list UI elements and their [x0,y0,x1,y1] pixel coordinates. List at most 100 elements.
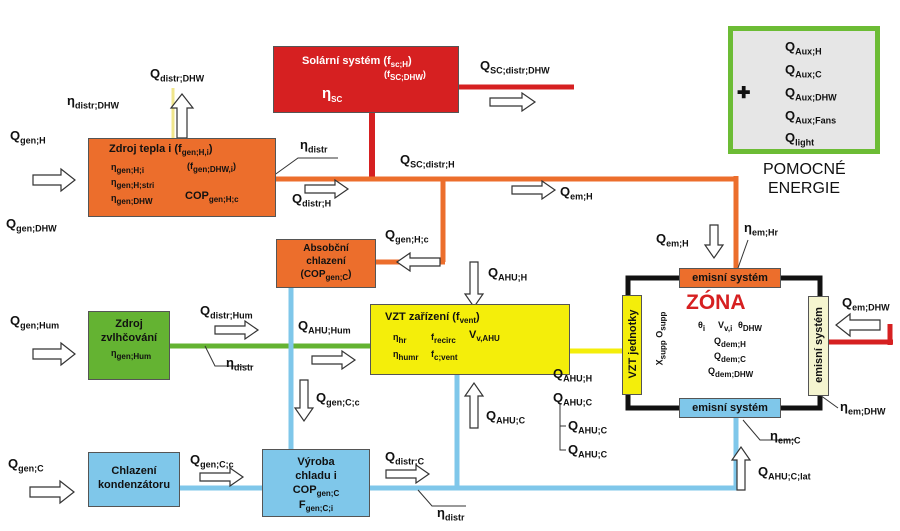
leader-eta-em-c [742,419,795,441]
aux-caption-2: ENERGIE [768,180,841,197]
label-qahu-c-right: Q [553,390,564,405]
label-qahu-c-b: Q [568,442,579,457]
label-qgen-c: Q [8,456,19,471]
label-eta-em-hr: η [744,220,752,235]
arrow-qgen-cc [199,466,245,488]
heat-source-title: Zdroj tepla i (f [109,143,182,155]
absorb-line3: (COP [300,269,326,280]
zone-v: V [718,320,725,330]
chiller-cop: COP [292,484,317,496]
arrow-qgen-cc-down [293,379,315,423]
zone-x-supp: X [654,359,665,366]
humid-line2: zvlhčování [100,332,158,344]
aux-caption-1: POMOCNÉ [763,161,846,178]
arrow-qgen-h [32,167,76,193]
humidification-box: Zdroj zvlhčování ηgen;Hum [88,311,170,380]
zone-q-dem-dhw: Q [708,366,716,376]
solar-dhw-factor: (f [384,69,390,79]
label-qdistr-dhw: Q [150,66,161,81]
leader-eta-distr [272,157,338,177]
label-qdistr-c: Q [385,449,396,464]
heat-eta1: η [111,162,117,172]
arrow-qem-h-down [703,224,725,260]
label-qahu-c-a: Q [568,418,579,433]
aux-item-light: Q [785,130,796,145]
arrow-qdistr-c [385,463,431,485]
humid-eta: η [111,348,117,358]
zone-theta-i: θ [698,320,703,330]
leader-eta-distr-c [417,489,466,507]
aux-item-fans: Q [785,108,796,123]
arrow-qdistr-hum [214,319,260,341]
label-qgen-cc-mid: Q [316,390,327,405]
arrow-qgen-hum [32,341,76,367]
arrow-qgen-c [29,479,75,505]
label-qsc-distr-h: Q [400,152,411,167]
aux-item-c: Q [785,62,796,77]
plus-icon: ✚ [737,85,751,102]
arrow-qahu-c-up [463,381,485,429]
cond-line1: Chlazení [111,465,157,477]
vzt-box: VZT zařízení (fvent) ηhr frecirc Vv,AHU … [370,304,570,375]
vzt-title: VZT zařízení (f [385,311,460,323]
label-qdistr-h: Q [292,191,303,206]
solar-system-box: Solární systém (fsc;H) (fSC;DHW) ηSC [273,46,459,113]
label-qem-h-mid: Q [560,184,571,199]
bracket-ahu-c [559,404,566,451]
absorb-line2: chlazení [306,256,346,267]
arrow-qahu-h-top [463,261,485,309]
label-qgen-hc: Q [385,227,396,242]
vzt-f-recirc: f [431,332,434,342]
arrow-qsc-dhw [489,91,537,113]
chiller-line2: chladu i [295,470,337,482]
label-qdistr-hum: Q [200,303,211,318]
label-qgen-h: Q [10,128,21,143]
absorption-cooling-box: Absobční chlazení (COPgen;C) [276,239,376,288]
vzt-eta-humr: η [393,349,399,359]
solar-title: Solární systém (f [302,55,391,67]
cond-line2: kondenzátoru [97,479,171,491]
arrow-qahu-clat-up [730,445,752,491]
label-eta-em-dhw: η [840,399,848,414]
arrow-qem-dhw [835,312,881,338]
zone-title: ZÓNA [686,291,746,314]
emission-system-bottom: emisní systém [679,398,781,418]
emission-system-right: emisní systém [808,296,829,396]
heat-f-dhw: (f [187,161,193,171]
zone-theta-dhw: θ [738,320,743,330]
arrow-qdistr-dhw [169,93,195,139]
vzt-eta-hr: η [393,332,399,342]
label-qgen-dhw: Q [6,216,17,231]
chiller-f: F [298,499,306,511]
label-qem-dhw: Q [842,295,853,310]
emission-system-top: emisní systém [679,268,781,288]
heat-eta3: η [111,193,117,203]
chiller-box: Výroba chladu i COPgen;C Fgen;C;i [262,449,370,517]
label-qem-h: Q [656,231,667,246]
flow-arrows [29,91,881,505]
label-eta-distr-top: η [300,137,308,152]
heat-source-box: Zdroj tepla i (fgen;H,i) ηgen;H;i (fgen;… [88,138,276,217]
humid-line1: Zdroj [115,318,143,330]
vzt-v-ahu: V [469,329,477,341]
zone-q-dem-c: Q [714,351,722,361]
leader-eta-em-dhw [819,394,839,409]
chiller-line1: Výroba [297,456,335,468]
arrow-qdistr-h [304,178,350,200]
label-qgen-hum: Q [10,313,21,328]
label-qahu-c-arrow: Q [486,408,497,423]
aux-item-h: Q [785,39,796,54]
zone-q-dem-h: Q [714,336,722,346]
label-qahu-hum: Q [298,318,309,333]
label-eta-distr-hum: η [226,355,234,370]
aux-item-dhw: Q [785,85,796,100]
label-qahu-h-top: Q [488,265,499,280]
aux-energy-panel: ✚ QAux;H QAux;C QAux;DHW QAux;Fans Qligh… [728,26,880,154]
absorb-line1: Absobční [303,243,349,254]
label-eta-distr-c: η [437,505,445,520]
label-qsc-distr-dhw: Q [480,58,491,73]
heat-eta2: η [111,177,117,187]
solar-eta: η [322,85,332,102]
label-qgen-cc-low: Q [190,452,201,467]
